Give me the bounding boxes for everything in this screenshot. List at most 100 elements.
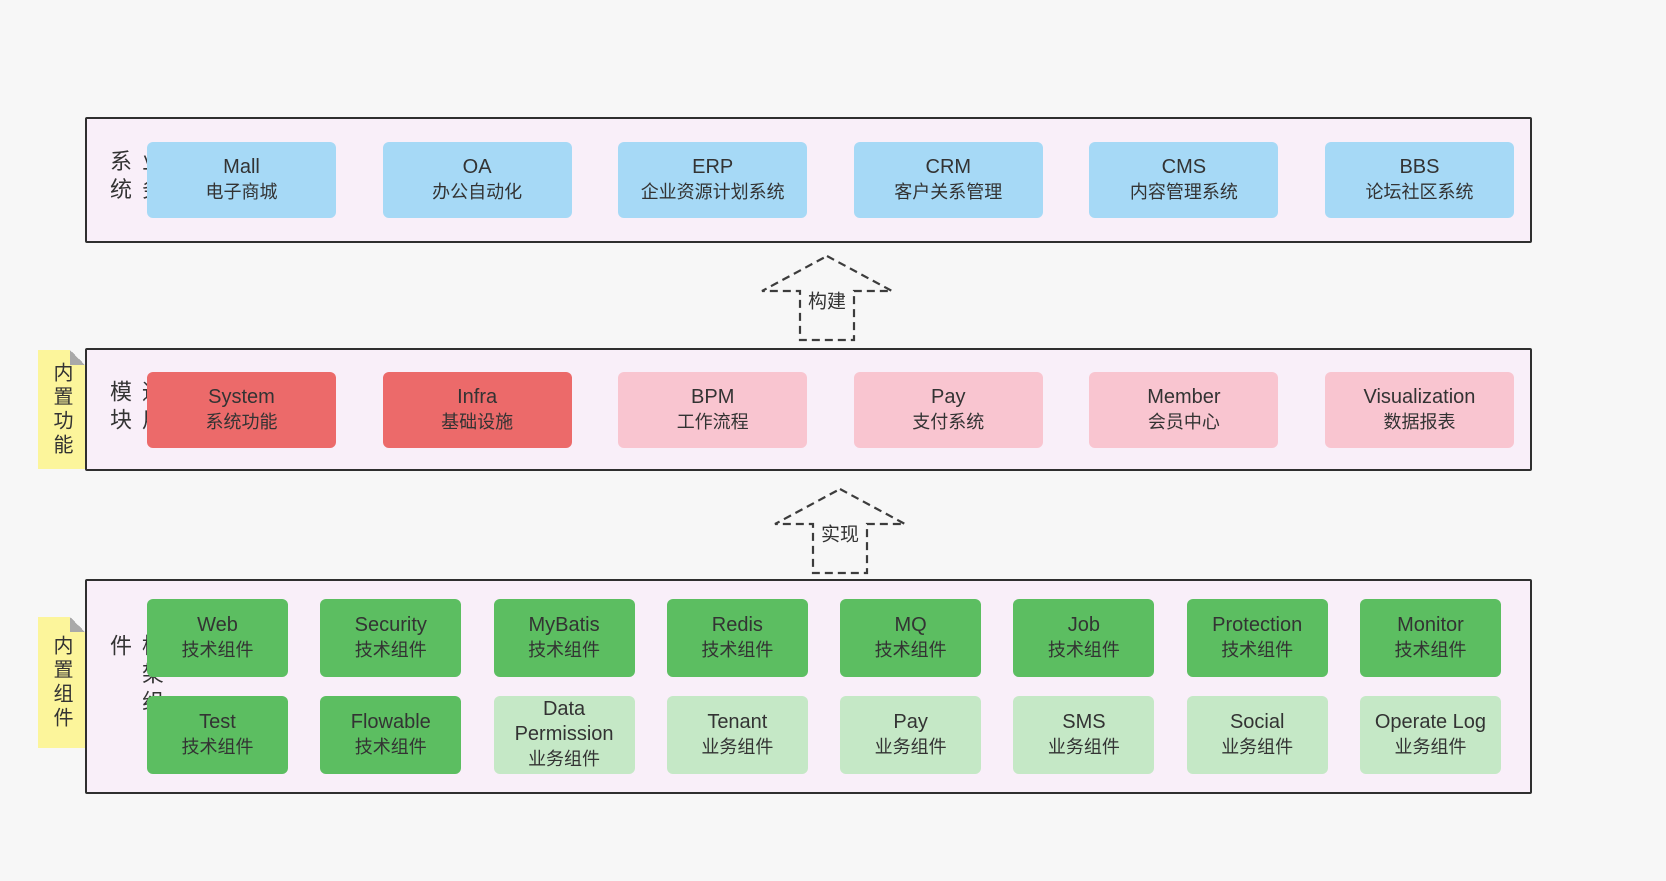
box-desc: 技术组件 (354, 640, 427, 661)
box-desc: 技术组件 (354, 736, 427, 757)
box-protection: Protection 技术组件 (1186, 599, 1328, 678)
box-name: BPM (691, 385, 735, 408)
business-boxes-row: Mall 电子商城 OA 办公自动化 ERP 企业资源计划系统 CRM 客户关系… (147, 119, 1514, 241)
box-desc: 办公自动化 (432, 182, 523, 202)
box-desc: 业务组件 (1047, 736, 1120, 757)
box-name: CRM (925, 156, 972, 178)
box-name: Infra (457, 385, 498, 408)
note-built-in-features: 内置功能 (38, 350, 85, 469)
modules-boxes-row: System 系统功能 Infra 基础设施 BPM 工作流程 Pay 支付系统… (147, 350, 1514, 469)
up-arrow-icon (761, 254, 893, 342)
box-desc: 业务组件 (528, 749, 601, 770)
box-oa: OA 办公自动化 (382, 142, 572, 218)
box-infra: Infra 基础设施 (382, 371, 572, 448)
box-name: BBS (1399, 156, 1440, 178)
box-desc: 业务组件 (1221, 736, 1294, 757)
box-erp: ERP 企业资源计划系统 (618, 142, 808, 218)
box-desc: 技术组件 (874, 640, 947, 661)
arrow-implement-label: 实现 (817, 519, 863, 547)
box-name: Test (199, 710, 236, 733)
box-desc: 会员中心 (1147, 411, 1220, 432)
box-desc: 技术组件 (701, 640, 774, 661)
box-monitor: Monitor 技术组件 (1359, 599, 1501, 678)
box-test: Test 技术组件 (147, 695, 288, 774)
up-arrow-icon (774, 487, 906, 575)
box-cms: CMS 内容管理系统 (1089, 142, 1279, 218)
box-name: Social (1229, 710, 1285, 733)
box-desc: 业务组件 (874, 736, 947, 757)
box-mall: Mall 电子商城 (147, 142, 336, 218)
box-desc: 技术组件 (181, 736, 254, 757)
box-name: Web (197, 614, 238, 637)
note-text: 内置组件 (50, 634, 72, 731)
box-name: Pay (893, 710, 928, 733)
box-system: System 系统功能 (147, 371, 336, 448)
box-bpm: BPM 工作流程 (618, 371, 808, 448)
box-bbs: BBS 论坛社区系统 (1324, 142, 1514, 218)
box-name: Protection (1212, 614, 1303, 637)
box-mq: MQ 技术组件 (840, 599, 982, 678)
box-desc: 内容管理系统 (1129, 182, 1238, 202)
box-security: Security 技术组件 (320, 599, 462, 678)
components-boxes-grid: Web 技术组件 Security 技术组件 MyBatis 技术组件 Redi… (147, 581, 1501, 792)
box-web: Web 技术组件 (147, 599, 288, 678)
box-name: Redis (711, 614, 763, 637)
layer-framework-components: 框架组件 Web 技术组件 Security 技术组件 MyBatis 技术组件… (85, 579, 1532, 794)
box-name: Mall (223, 156, 260, 178)
box-desc: 系统功能 (205, 411, 278, 432)
layer-business-systems: 业务系统 Mall 电子商城 OA 办公自动化 ERP 企业资源计划系统 CRM… (85, 117, 1532, 243)
box-job: Job 技术组件 (1013, 599, 1155, 678)
box-name: Flowable (350, 710, 431, 733)
box-name: SMS (1062, 710, 1106, 733)
box-desc: 支付系统 (912, 411, 985, 432)
box-name: OA (462, 156, 492, 178)
folded-corner-icon (70, 617, 85, 632)
box-desc: 客户关系管理 (894, 182, 1003, 202)
box-sms: SMS 业务组件 (1013, 695, 1155, 774)
box-name: Job (1067, 614, 1101, 637)
note-text: 内置功能 (50, 361, 72, 458)
folded-corner-icon (70, 350, 85, 365)
box-desc: 电子商城 (205, 182, 278, 202)
box-name: Member (1147, 385, 1221, 408)
box-name: ERP (692, 156, 734, 178)
box-desc: 技术组件 (181, 640, 254, 661)
box-name: Operate Log (1374, 710, 1487, 733)
box-desc: 技术组件 (1221, 640, 1294, 661)
box-name: Security (354, 614, 427, 637)
box-member: Member 会员中心 (1089, 371, 1279, 448)
box-name: Tenant (707, 710, 768, 733)
layer-common-modules: 通用模块 System 系统功能 Infra 基础设施 BPM 工作流程 Pay… (85, 348, 1532, 471)
box-redis: Redis 技术组件 (666, 599, 808, 678)
box-name: System (208, 385, 275, 408)
box-name: Visualization (1363, 385, 1476, 408)
box-name: Monitor (1397, 614, 1464, 637)
box-pay: Pay 支付系统 (853, 371, 1043, 448)
box-desc: 数据报表 (1383, 411, 1456, 432)
box-crm: CRM 客户关系管理 (853, 142, 1043, 218)
box-operate-log: Operate Log 业务组件 (1359, 695, 1501, 774)
box-data-permission: Data Permission 业务组件 (493, 695, 635, 774)
box-social: Social 业务组件 (1186, 695, 1328, 774)
box-name: Pay (931, 385, 966, 408)
box-tenant: Tenant 业务组件 (666, 695, 808, 774)
box-name: MQ (894, 614, 927, 637)
arrow-build-label: 构建 (804, 286, 850, 314)
box-desc: 论坛社区系统 (1365, 182, 1474, 202)
box-desc: 业务组件 (1394, 736, 1467, 757)
box-desc: 企业资源计划系统 (640, 182, 785, 202)
box-desc: 技术组件 (1047, 640, 1120, 661)
box-name: Data Permission (514, 698, 614, 746)
box-desc: 基础设施 (441, 411, 514, 432)
components-row-1: Web 技术组件 Security 技术组件 MyBatis 技术组件 Redi… (147, 599, 1501, 678)
box-desc: 技术组件 (528, 640, 601, 661)
box-flowable: Flowable 技术组件 (320, 695, 462, 774)
arrow-implement: 实现 (770, 486, 910, 576)
box-mybatis: MyBatis 技术组件 (493, 599, 635, 678)
box-desc: 工作流程 (676, 411, 749, 432)
box-desc: 技术组件 (1394, 640, 1467, 661)
box-name: CMS (1161, 156, 1207, 178)
note-built-in-components: 内置组件 (38, 617, 85, 748)
components-row-2: Test 技术组件 Flowable 技术组件 Data Permission … (147, 695, 1501, 774)
